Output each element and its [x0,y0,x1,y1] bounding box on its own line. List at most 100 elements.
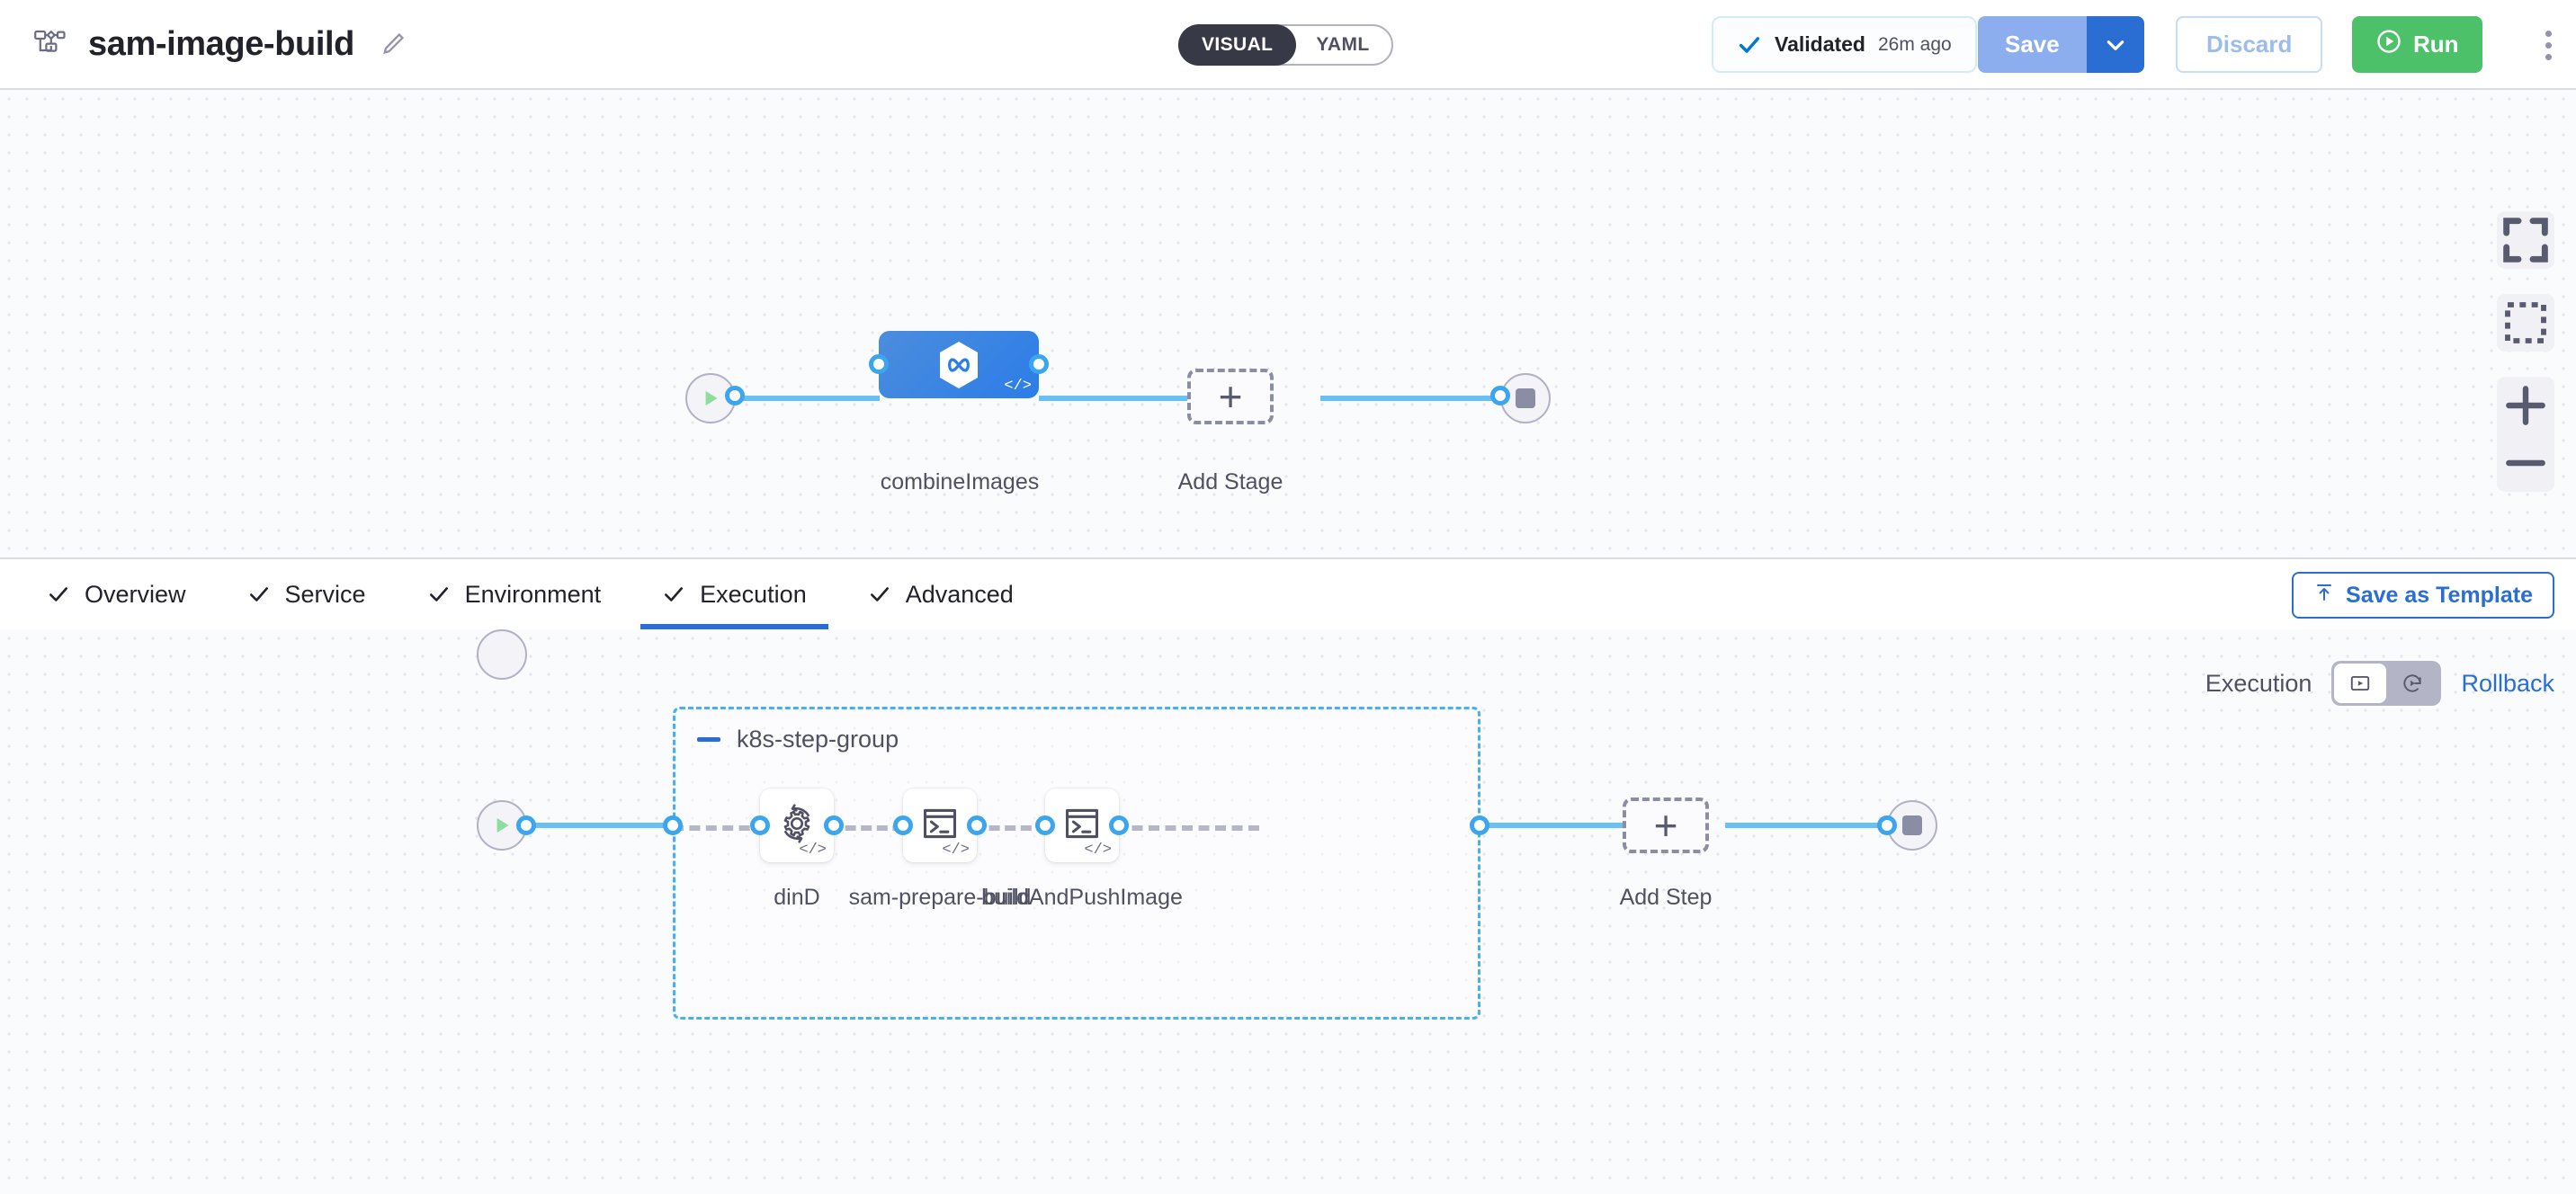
add-step-label: Add Step [1619,885,1713,910]
port-exec-end-in[interactable] [1877,815,1897,835]
fit-to-screen-button[interactable] [2497,211,2554,269]
save-as-template-button[interactable]: Save as Template [2292,572,2554,619]
save-as-template-label: Save as Template [2346,582,2533,608]
step-label-buildandpushimage: buildAndPushImage [981,885,1183,910]
plus-icon: + [1218,373,1243,420]
check-icon [427,583,451,606]
terminal-icon [1061,803,1103,849]
upload-template-icon [2313,582,2335,610]
connector-prepare-to-build [973,825,1063,831]
tab-service[interactable]: Service [247,559,366,629]
add-stage-label: Add Stage [1177,469,1284,495]
stop-square-icon [1902,815,1922,835]
check-icon [47,583,70,606]
zoom-in-out-group [2497,377,2554,492]
port-dind-in[interactable] [750,815,770,835]
step-group-header[interactable]: k8s-step-group [697,726,899,753]
port-build-in[interactable] [1035,815,1055,835]
step-code-badge: </> [1084,842,1112,859]
play-icon [705,390,718,406]
app-header: sam-image-build VISUAL YAML Validated 26… [0,0,2576,90]
check-icon [662,583,685,606]
stage-canvas[interactable]: </> combineImages + Add Stage [0,90,2576,557]
terminal-icon [919,803,961,849]
port-group-in[interactable] [663,815,683,835]
plus-icon: + [1653,802,1678,849]
connector-addstep-to-end [1725,823,1887,828]
pencil-icon[interactable] [380,31,407,58]
stage-node-combineimages[interactable]: </> [879,331,1039,398]
canvas-zoom-controls [2497,211,2554,492]
run-button[interactable]: Run [2352,16,2482,73]
step-node-sam-prepare-build[interactable]: </> [903,789,977,862]
step-group-title: k8s-step-group [737,726,899,753]
tab-advanced[interactable]: Advanced [868,559,1014,629]
port-stage-in[interactable] [869,354,889,374]
gear-rotate-icon [776,803,818,849]
tab-label: Execution [700,580,807,608]
save-button[interactable]: Save [1978,16,2087,73]
pipeline-graph-icon [34,29,68,59]
port-exec-start-out[interactable] [516,815,536,835]
connector-build-to-group-exit [1115,825,1259,831]
play-circle-icon [2375,28,2402,61]
check-icon [868,583,891,606]
tab-label: Overview [85,580,186,608]
add-stage-button[interactable]: + [1187,369,1274,424]
step-node-buildandpushimage[interactable]: </> [1045,789,1119,862]
save-dropdown-button[interactable] [2086,16,2144,73]
discard-button[interactable]: Discard [2176,16,2323,73]
check-icon [247,583,271,606]
step-code-badge: </> [799,842,827,859]
zoom-in-button[interactable] [2497,377,2554,434]
view-mode-toggle[interactable]: VISUAL YAML [1178,24,1393,66]
port-build-out[interactable] [1109,815,1129,835]
tab-label: Environment [464,580,602,608]
stage-config-tabbar: Overview Service Environment Execution A… [0,557,2576,629]
port-stage-out[interactable] [1029,354,1049,374]
view-mode-visual[interactable]: VISUAL [1178,24,1297,66]
execution-rollback-toggle-row: Execution Rollback [2205,661,2554,706]
connector-stage-to-add [1039,396,1219,401]
port-prepare-in[interactable] [893,815,913,835]
step-label-sam-prepare-build: sam-prepare-build [848,885,1032,910]
step-code-badge: </> [942,842,970,859]
tab-label: Advanced [905,580,1014,608]
add-step-button[interactable]: + [1623,797,1709,853]
step-group-k8s-step-group[interactable]: k8s-step-group [673,707,1480,1020]
connector-add-to-end [1320,396,1500,401]
port-end-in[interactable] [1490,386,1510,405]
tab-environment[interactable]: Environment [427,559,602,629]
step-label-dind: dinD [774,885,820,910]
status-badge-validated: Validated 26m ago [1712,16,1977,73]
connector-group-entry [673,825,766,831]
play-icon [496,817,509,833]
port-group-out[interactable] [1470,815,1489,835]
step-node-dind[interactable]: </> [760,789,834,862]
tab-label: Service [284,580,366,608]
toggle-execution-option[interactable] [2334,664,2387,703]
minus-icon[interactable] [697,737,720,742]
connector-start-to-stage [736,396,880,401]
harness-cd-hexagon-icon [935,340,982,390]
port-dind-out[interactable] [824,815,844,835]
selection-box-button[interactable] [2497,294,2554,352]
execution-mode-label: Execution [2205,669,2312,697]
execution-rollback-toggle[interactable] [2331,661,2442,706]
zoom-out-button[interactable] [2497,434,2554,492]
kebab-menu-icon[interactable] [2530,25,2566,65]
stage-code-badge: </> [1004,378,1032,395]
save-split-button[interactable]: Save [1978,16,2144,73]
toggle-rollback-option[interactable] [2386,664,2438,703]
exec-start-node-wrapper [477,629,527,680]
execution-canvas[interactable]: Execution Rollback k8s-step-group [0,629,2576,1194]
run-label: Run [2413,31,2459,58]
stage-node-label: combineImages [880,469,1040,495]
port-start-out[interactable] [725,386,745,405]
check-icon [1737,32,1762,58]
tab-execution[interactable]: Execution [640,559,828,629]
tab-overview[interactable]: Overview [47,559,186,629]
rollback-mode-label[interactable]: Rollback [2461,669,2554,697]
port-prepare-out[interactable] [967,815,987,835]
view-mode-yaml[interactable]: YAML [1316,34,1370,55]
